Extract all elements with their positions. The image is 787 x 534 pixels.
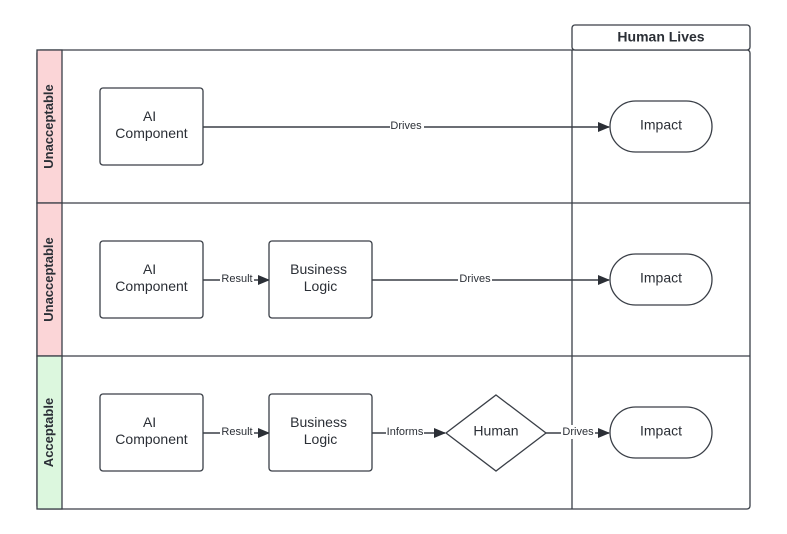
business-logic-label: Business Logic bbox=[290, 414, 351, 447]
ai-component-node bbox=[99, 87, 204, 166]
edge-label-drives: Drives bbox=[562, 426, 594, 438]
ai-component-label-line: Component bbox=[115, 431, 187, 447]
ai-component-label-line: AI bbox=[143, 414, 156, 430]
ai-component-label-line: Component bbox=[115, 125, 187, 141]
lane-2-strip bbox=[36, 202, 63, 357]
lane-1-strip bbox=[36, 49, 63, 204]
human-lives-header-label: Human Lives bbox=[617, 29, 704, 45]
impact-label: Impact bbox=[640, 423, 682, 439]
ai-component-label-line: AI bbox=[143, 261, 156, 277]
human-lives-header bbox=[571, 24, 751, 51]
impact-label: Impact bbox=[640, 117, 682, 133]
ai-component-label: AI Component bbox=[115, 108, 187, 141]
impact-node bbox=[609, 100, 713, 153]
human-label: Human bbox=[473, 423, 518, 439]
business-logic-node bbox=[268, 240, 373, 319]
edge-label-bg bbox=[386, 425, 424, 439]
ai-component-node bbox=[99, 240, 204, 319]
ai-component-label: AI Component bbox=[115, 261, 187, 294]
lane-1-label: Unacceptable bbox=[41, 84, 56, 169]
business-logic-node bbox=[268, 393, 373, 472]
ai-component-label-line: Component bbox=[115, 278, 187, 294]
ai-component-label-line: AI bbox=[143, 108, 156, 124]
ai-component-label: AI Component bbox=[115, 414, 187, 447]
impact-node bbox=[609, 406, 713, 459]
edge-label-informs: Informs bbox=[387, 426, 424, 438]
edge-label-drives: Drives bbox=[390, 120, 422, 132]
ai-component-node bbox=[99, 393, 204, 472]
lane-2-label: Unacceptable bbox=[41, 237, 56, 322]
business-logic-label-line: Business bbox=[290, 414, 347, 430]
business-logic-label: Business Logic bbox=[290, 261, 351, 294]
business-logic-label-line: Business bbox=[290, 261, 347, 277]
edge-label-bg bbox=[220, 425, 254, 439]
lane-3-strip bbox=[36, 355, 63, 510]
edge-label-bg bbox=[561, 425, 595, 439]
edge-label-result: Result bbox=[221, 273, 252, 285]
impact-label: Impact bbox=[640, 270, 682, 286]
business-logic-label-line: Logic bbox=[304, 278, 337, 294]
edge-label-drives: Drives bbox=[459, 273, 491, 285]
lane-3-label: Acceptable bbox=[41, 398, 56, 467]
human-decision-node bbox=[444, 394, 548, 472]
edge-label-result: Result bbox=[221, 426, 252, 438]
edge-label-bg bbox=[390, 119, 424, 133]
business-logic-label-line: Logic bbox=[304, 431, 337, 447]
edge-label-bg bbox=[458, 272, 492, 286]
impact-node bbox=[609, 253, 713, 306]
edge-label-bg bbox=[220, 272, 254, 286]
